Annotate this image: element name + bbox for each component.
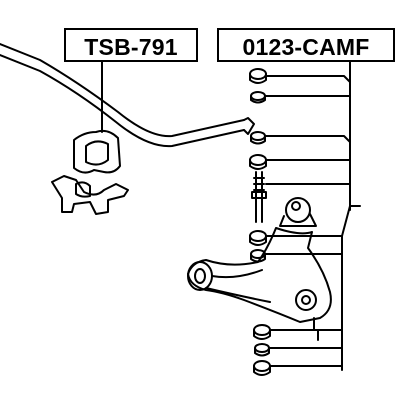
- stabilizer-bushing-upper: [73, 129, 121, 174]
- part-label-tsb-791: TSB-791: [64, 28, 198, 62]
- link-hardware-stack: [249, 68, 271, 376]
- part-label-0123-camf: 0123-CAMF: [217, 28, 395, 62]
- lower-control-arm: [187, 227, 332, 341]
- ball-joint-upper: [279, 197, 317, 227]
- stabilizer-bar: [0, 43, 255, 148]
- leader-bracket-camf: [265, 61, 361, 371]
- bushing-bracket-lower: [51, 175, 129, 215]
